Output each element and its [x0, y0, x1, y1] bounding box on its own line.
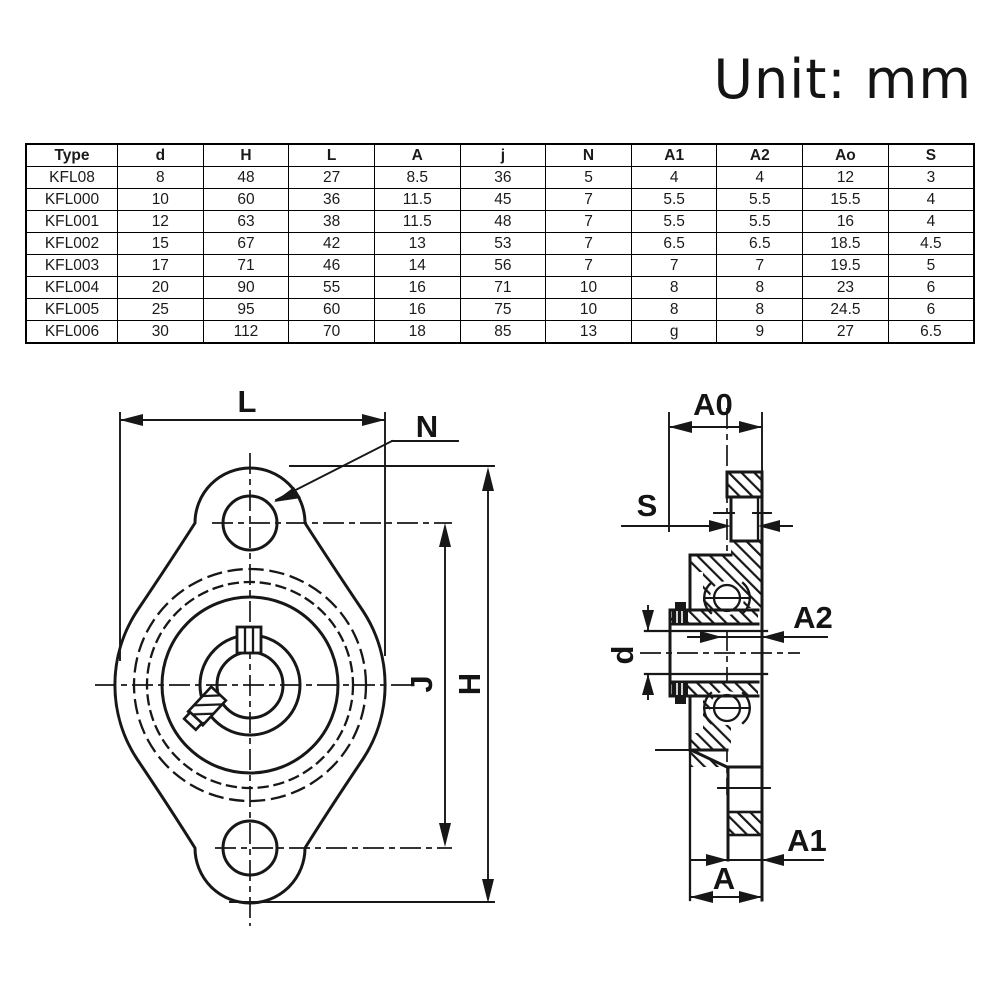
j-arrow-bottom	[439, 823, 451, 847]
cell-j: 75	[459, 298, 547, 321]
front-view: L N J H	[95, 384, 495, 926]
cell-A: 16	[373, 298, 461, 321]
dim-label-A2: A2	[793, 600, 833, 635]
row-type: KFL005	[25, 298, 118, 321]
h-arrow-top	[482, 467, 494, 491]
dim-label-A0: A0	[693, 387, 733, 422]
cell-H: 95	[202, 298, 290, 321]
set-screw-side-bottom	[672, 682, 688, 704]
side-view: A0 S A2 d A1 A	[605, 387, 833, 903]
cell-N: 10	[545, 298, 632, 321]
n-leader-arrow	[274, 487, 301, 502]
cell-Ao: 27	[802, 320, 889, 344]
collar-section-bottom	[670, 682, 758, 696]
set-screw-front-top	[235, 625, 263, 655]
cell-L: 42	[288, 232, 375, 255]
cell-Ao: 18.5	[802, 232, 889, 255]
cell-j: 71	[459, 276, 547, 299]
cell-A1: 5.5	[630, 210, 718, 233]
l-arrow-right	[362, 414, 385, 426]
dim-label-d: d	[605, 646, 640, 665]
outer-ring-circle	[160, 595, 340, 775]
cell-L: 60	[288, 298, 375, 321]
front-dimension-lines	[119, 412, 495, 903]
cell-S: 6.5	[887, 320, 975, 344]
unit-label: Unit: mm	[713, 48, 972, 111]
side-outline	[668, 470, 764, 902]
cell-S: 6	[887, 298, 975, 321]
plate-bottom-section	[726, 810, 764, 837]
row-type: KFL006	[25, 320, 118, 344]
row-type: KFL002	[25, 232, 118, 255]
bore-lines	[643, 629, 769, 676]
dim-label-J: J	[404, 675, 439, 692]
front-centerlines	[95, 453, 452, 926]
dim-label-A1: A1	[787, 823, 827, 858]
cell-H: 48	[202, 166, 290, 189]
cell-H: 71	[202, 254, 290, 277]
cell-L: 70	[288, 320, 375, 344]
col-header-A2: A2	[716, 143, 804, 167]
bolt-hole-ticks	[655, 512, 772, 789]
dim-label-N: N	[416, 409, 438, 444]
col-header-A1: A1	[630, 143, 718, 167]
bottom-bolt-hole	[221, 819, 279, 877]
dim-label-S: S	[637, 488, 658, 523]
cell-Ao: 24.5	[802, 298, 889, 321]
row-type: KFL004	[25, 276, 118, 299]
h-arrow-bottom	[482, 879, 494, 903]
cell-A: 18	[373, 320, 461, 344]
dim-label-A: A	[713, 861, 735, 896]
cell-N: 13	[545, 320, 632, 344]
cell-H: 112	[202, 320, 290, 344]
cell-d: 15	[117, 232, 204, 255]
locking-ring-inner-dashed	[145, 580, 355, 790]
cell-S: 3	[887, 166, 975, 189]
collar-section-top	[670, 610, 758, 624]
cell-L: 36	[288, 188, 375, 211]
dim-label-L: L	[238, 384, 257, 419]
cell-A: 11.5	[373, 188, 461, 211]
cell-d: 25	[117, 298, 204, 321]
l-arrow-left	[120, 414, 143, 426]
cell-A: 11.5	[373, 210, 461, 233]
flange-outline	[113, 466, 387, 905]
cell-d: 30	[117, 320, 204, 344]
j-arrow-top	[439, 523, 451, 547]
locking-ring-outer-dashed	[132, 567, 368, 803]
cell-j: 53	[459, 232, 547, 255]
set-screw-front-angled	[182, 684, 228, 732]
cell-Ao: 16	[802, 210, 889, 233]
set-screw-side-top	[672, 602, 688, 624]
cell-L: 55	[288, 276, 375, 299]
plate-top-section	[725, 470, 764, 499]
dim-label-H: H	[452, 673, 487, 695]
top-bolt-hole	[221, 494, 279, 552]
